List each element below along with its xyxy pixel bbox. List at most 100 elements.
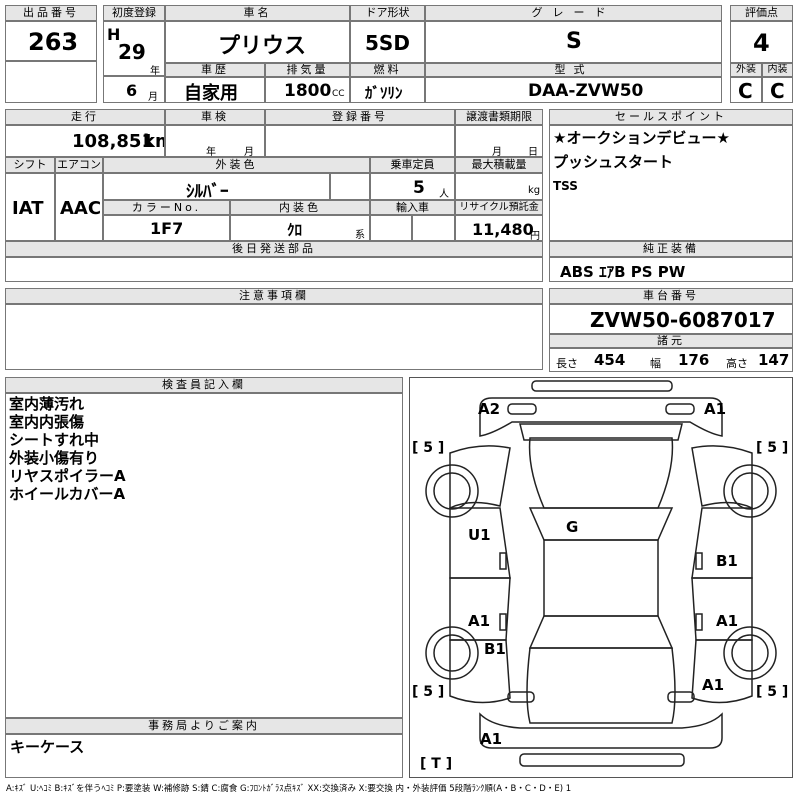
ext-value: C [738, 79, 753, 103]
shift-value: IAT [12, 198, 44, 219]
tire-label-front-left: [ 5 ] [412, 440, 445, 456]
ext-label: 外装 [730, 63, 762, 77]
chassis-value: ZVW50-6087017 [590, 308, 776, 332]
mark-a1-front-right: A1 [704, 400, 727, 418]
car-outline-diagram [425, 380, 777, 767]
transfer-cell: 月 日 [455, 125, 543, 157]
car-name-label: 車名 [165, 5, 350, 21]
door-value: 5SD [365, 31, 410, 55]
height-value: 147 [758, 351, 790, 369]
inspector-note-2: 室内内張傷 [9, 413, 85, 431]
legend: A:ｷｽﾞ U:ﾍｺﾐ B:ｷｽﾞを伴うﾍｺﾐ P:要塗装 W:補修跡 S:錆 … [6, 784, 572, 794]
displacement-label: 排気量 [265, 63, 350, 77]
ext-color-blank [330, 173, 370, 200]
inspector-note-3: シートすれ中 [9, 431, 100, 449]
aircon-value: AAC [60, 198, 102, 219]
right-rear-handle [695, 613, 703, 631]
mark-a1-right: A1 [716, 612, 739, 630]
rear-right-tire [723, 626, 777, 680]
history-value: 自家用 [184, 83, 238, 103]
right-headlight [665, 403, 695, 415]
genuine-label: 純正装備 [549, 241, 793, 257]
tire-label-spare: [ T ] [420, 756, 453, 772]
capacity-label: 乗車定員 [370, 157, 455, 173]
mark-a1-rear-right: A1 [702, 676, 725, 694]
recycle-label: リサイクル預託金 [455, 200, 543, 215]
reg-year: 29 [118, 40, 146, 64]
color-no-value: 1F7 [150, 219, 184, 238]
mark-b1-left: B1 [484, 640, 506, 658]
mark-b1-right: B1 [716, 552, 738, 570]
chassis-label: 車台番号 [549, 288, 793, 304]
right-rear-fender [691, 639, 753, 704]
history-label: 車歴 [165, 63, 265, 77]
ext-cell: C [730, 77, 762, 103]
mileage-value: 108,851 [72, 131, 154, 152]
score-label: 評価点 [730, 5, 793, 21]
insp-month-unit: 月 [244, 147, 254, 157]
model-cell: DAA-ZVW50 [425, 77, 722, 103]
ext-color-cell: ｼﾙﾊﾞｰ [103, 173, 330, 200]
car-name-cell: プリウス [165, 21, 350, 63]
int-color-cell: ｸﾛ 系 [230, 215, 370, 241]
front-left-tire [425, 464, 479, 518]
lot-blank [5, 61, 97, 103]
hood [528, 437, 674, 509]
aircon-cell: AAC [55, 173, 103, 241]
inspector-note-5: リヤスポイラーA [9, 467, 126, 485]
sales-points-label: セールスポイント [549, 109, 793, 125]
max-load-label: 最大積載量 [455, 157, 543, 173]
int-color-suffix: 系 [355, 230, 365, 241]
car-name: プリウス [218, 34, 307, 59]
front-right-hub [731, 472, 769, 510]
mark-a1-left: A1 [468, 612, 491, 630]
trunk [526, 647, 676, 724]
displacement-value: 1800 [284, 81, 332, 101]
model-label: 型式 [425, 63, 722, 77]
sales-point-3: TSS [553, 179, 578, 193]
year-unit: 年 [150, 66, 160, 76]
left-taillight [507, 691, 535, 703]
office-cell: キーケース [5, 734, 403, 778]
width-label: 幅 [650, 357, 661, 370]
caution-label: 注意事項欄 [5, 288, 543, 304]
lot-label: 出品番号 [5, 5, 97, 21]
left-headlight [507, 403, 537, 415]
transfer-month-unit: 月 [492, 147, 502, 157]
yen-unit: 円 [530, 231, 540, 241]
front-bumper-top [531, 380, 673, 392]
rear-left-tire [425, 626, 479, 680]
int-cell: C [762, 77, 793, 103]
ext-color-label: 外装色 [103, 157, 370, 173]
chassis-cell: ZVW50-6087017 [549, 304, 793, 334]
length-value: 454 [594, 351, 626, 369]
left-front-fender [449, 445, 511, 510]
shift-cell: IAT [5, 173, 55, 241]
front-bumper [479, 397, 723, 437]
right-door-handle [695, 552, 703, 570]
era: H [107, 25, 121, 44]
inspector-label: 検査員記入欄 [5, 377, 403, 393]
left-door-handle [499, 552, 507, 570]
width-value: 176 [678, 351, 710, 369]
door-cell: 5SD [350, 21, 425, 63]
capacity-value: 5 [413, 178, 425, 198]
score-cell: 4 [730, 21, 793, 63]
sales-points-cell: ★オークションデビュー★ プッシュスタート TSS [549, 125, 793, 241]
tire-label-front-right: [ 5 ] [756, 440, 789, 456]
dims-label: 諸元 [549, 334, 793, 348]
import-cell-b [412, 215, 455, 241]
later-parts-cell [5, 257, 543, 282]
right-front-fender [691, 445, 753, 510]
left-rear-fender [449, 639, 511, 704]
int-value: C [770, 79, 785, 103]
int-color-value: ｸﾛ [287, 221, 303, 239]
grade-cell: S [425, 21, 722, 63]
color-no-label: カラーNo. [103, 200, 230, 215]
reg-month: 6 [126, 81, 138, 100]
length-label: 長さ [556, 357, 578, 370]
rear-right-hub [731, 634, 769, 672]
aircon-label: エアコン [55, 157, 103, 173]
grade-value: S [566, 29, 582, 54]
registration-cell [265, 125, 455, 157]
